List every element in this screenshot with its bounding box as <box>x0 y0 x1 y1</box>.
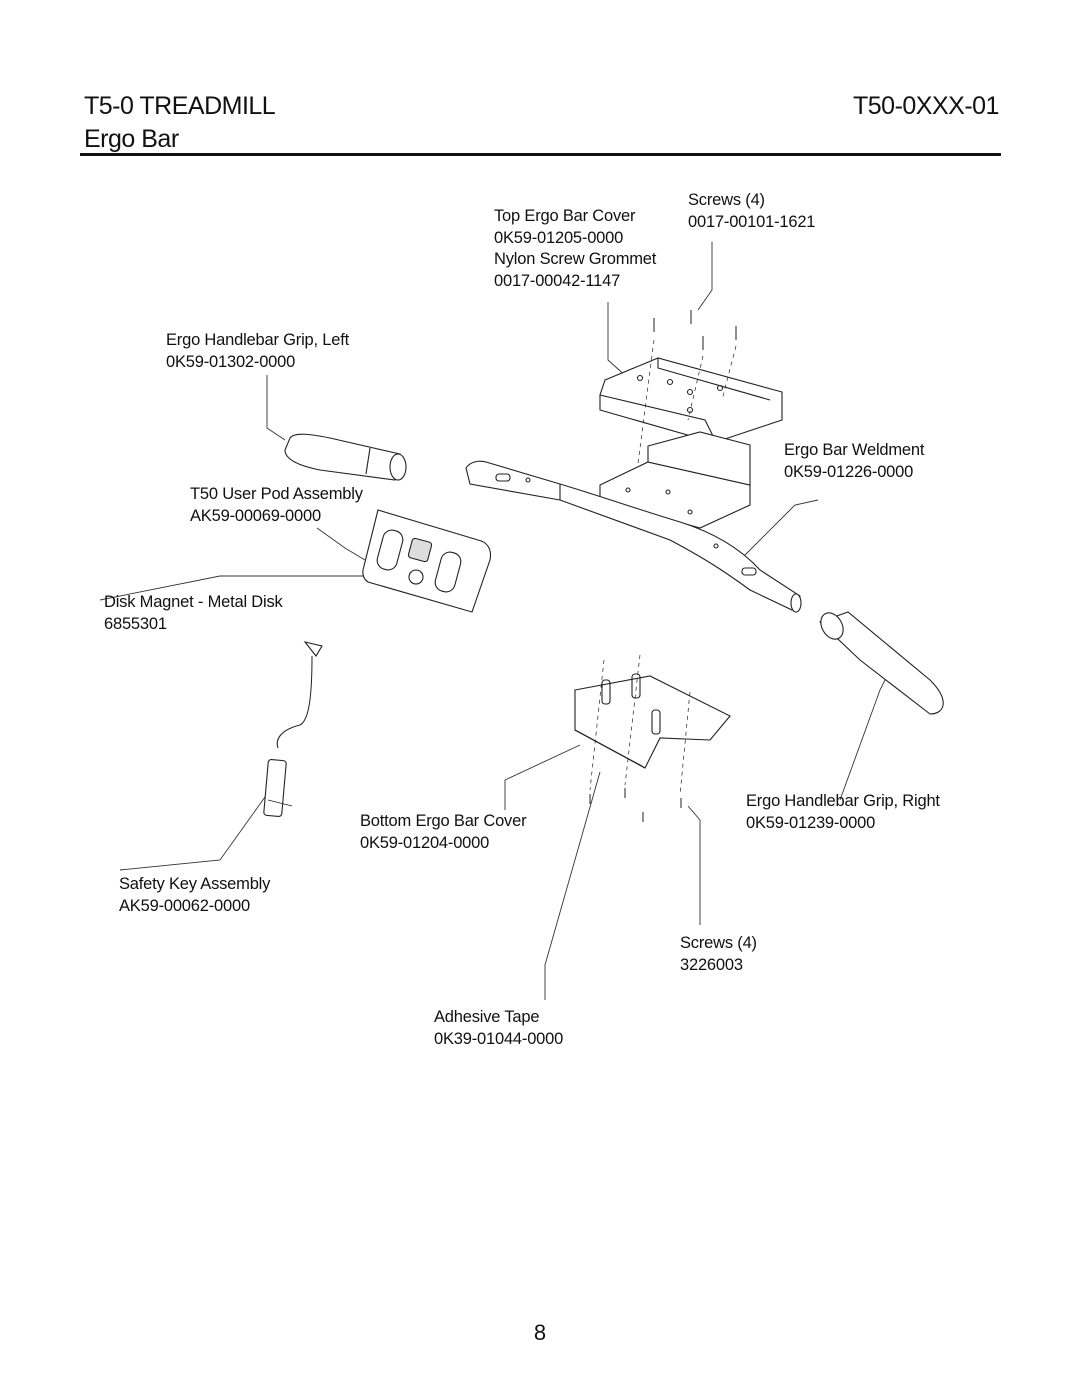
part-name: Disk Magnet - Metal Disk <box>104 593 283 611</box>
leader-lines <box>99 242 891 1000</box>
part-number: 0017-00042-1147 <box>494 271 621 290</box>
part-code: T50-0XXX-01 <box>853 92 999 120</box>
part-name: Adhesive Tape <box>434 1008 540 1026</box>
part-name: Nylon Screw Grommet <box>494 250 657 268</box>
part-name: Screws (4) <box>688 191 765 209</box>
label-disk-magnet: Disk Magnet - Metal Disk 6855301 <box>104 592 283 635</box>
part-name: Ergo Handlebar Grip, Left <box>166 331 350 349</box>
bottom-screws <box>589 788 682 822</box>
part-name: Top Ergo Bar Cover <box>494 207 636 225</box>
label-screws-top: Screws (4) 0017-00101-1621 <box>688 190 815 233</box>
right-handlebar-grip <box>818 611 944 715</box>
part-number: 0017-00101-1621 <box>688 212 816 231</box>
label-top-cover: Top Ergo Bar Cover 0K59-01205-0000 Nylon… <box>494 206 656 292</box>
part-name: Bottom Ergo Bar Cover <box>360 812 527 830</box>
header-rule <box>80 153 1001 156</box>
label-safety-key: Safety Key Assembly AK59-00062-0000 <box>119 874 270 917</box>
label-bottom-cover: Bottom Ergo Bar Cover 0K59-01204-0000 <box>360 811 527 854</box>
part-number: 0K39-01044-0000 <box>434 1029 564 1048</box>
user-pod-assembly <box>362 509 492 613</box>
bottom-ergo-bar-cover <box>574 654 731 796</box>
top-screws <box>631 310 737 511</box>
part-number: 3226003 <box>680 955 743 974</box>
part-number: 0K59-01239-0000 <box>746 813 876 832</box>
section-title: Ergo Bar <box>84 125 179 153</box>
label-user-pod: T50 User Pod Assembly AK59-00069-0000 <box>190 484 363 527</box>
label-weldment: Ergo Bar Weldment 0K59-01226-0000 <box>784 440 924 483</box>
part-name: Ergo Bar Weldment <box>784 441 925 459</box>
page-number: 8 <box>533 1320 547 1345</box>
mounting-block <box>599 431 751 529</box>
label-grip-right: Ergo Handlebar Grip, Right 0K59-01239-00… <box>746 791 940 834</box>
part-number: 6855301 <box>104 614 167 633</box>
part-name: T50 User Pod Assembly <box>190 485 363 503</box>
safety-key-assembly <box>263 641 323 817</box>
part-number: 0K59-01302-0000 <box>166 352 296 371</box>
top-ergo-bar-cover <box>599 357 783 443</box>
part-name: Safety Key Assembly <box>119 875 271 893</box>
part-number: 0K59-01226-0000 <box>784 462 914 481</box>
part-number: AK59-00069-0000 <box>190 506 321 525</box>
label-grip-left: Ergo Handlebar Grip, Left 0K59-01302-000… <box>166 330 349 373</box>
part-name: Ergo Handlebar Grip, Right <box>746 792 940 810</box>
label-screws-bottom: Screws (4) 3226003 <box>680 933 757 976</box>
left-handlebar-grip <box>284 433 407 481</box>
part-name: Screws (4) <box>680 934 757 952</box>
part-number: 0K59-01204-0000 <box>360 833 490 852</box>
part-number: 0K59-01205-0000 <box>494 228 624 247</box>
label-adhesive-tape: Adhesive Tape 0K39-01044-0000 <box>434 1007 563 1050</box>
document-title: T5-0 TREADMILL <box>84 92 276 120</box>
part-number: AK59-00062-0000 <box>119 896 250 915</box>
ergo-bar-weldment <box>465 460 802 613</box>
